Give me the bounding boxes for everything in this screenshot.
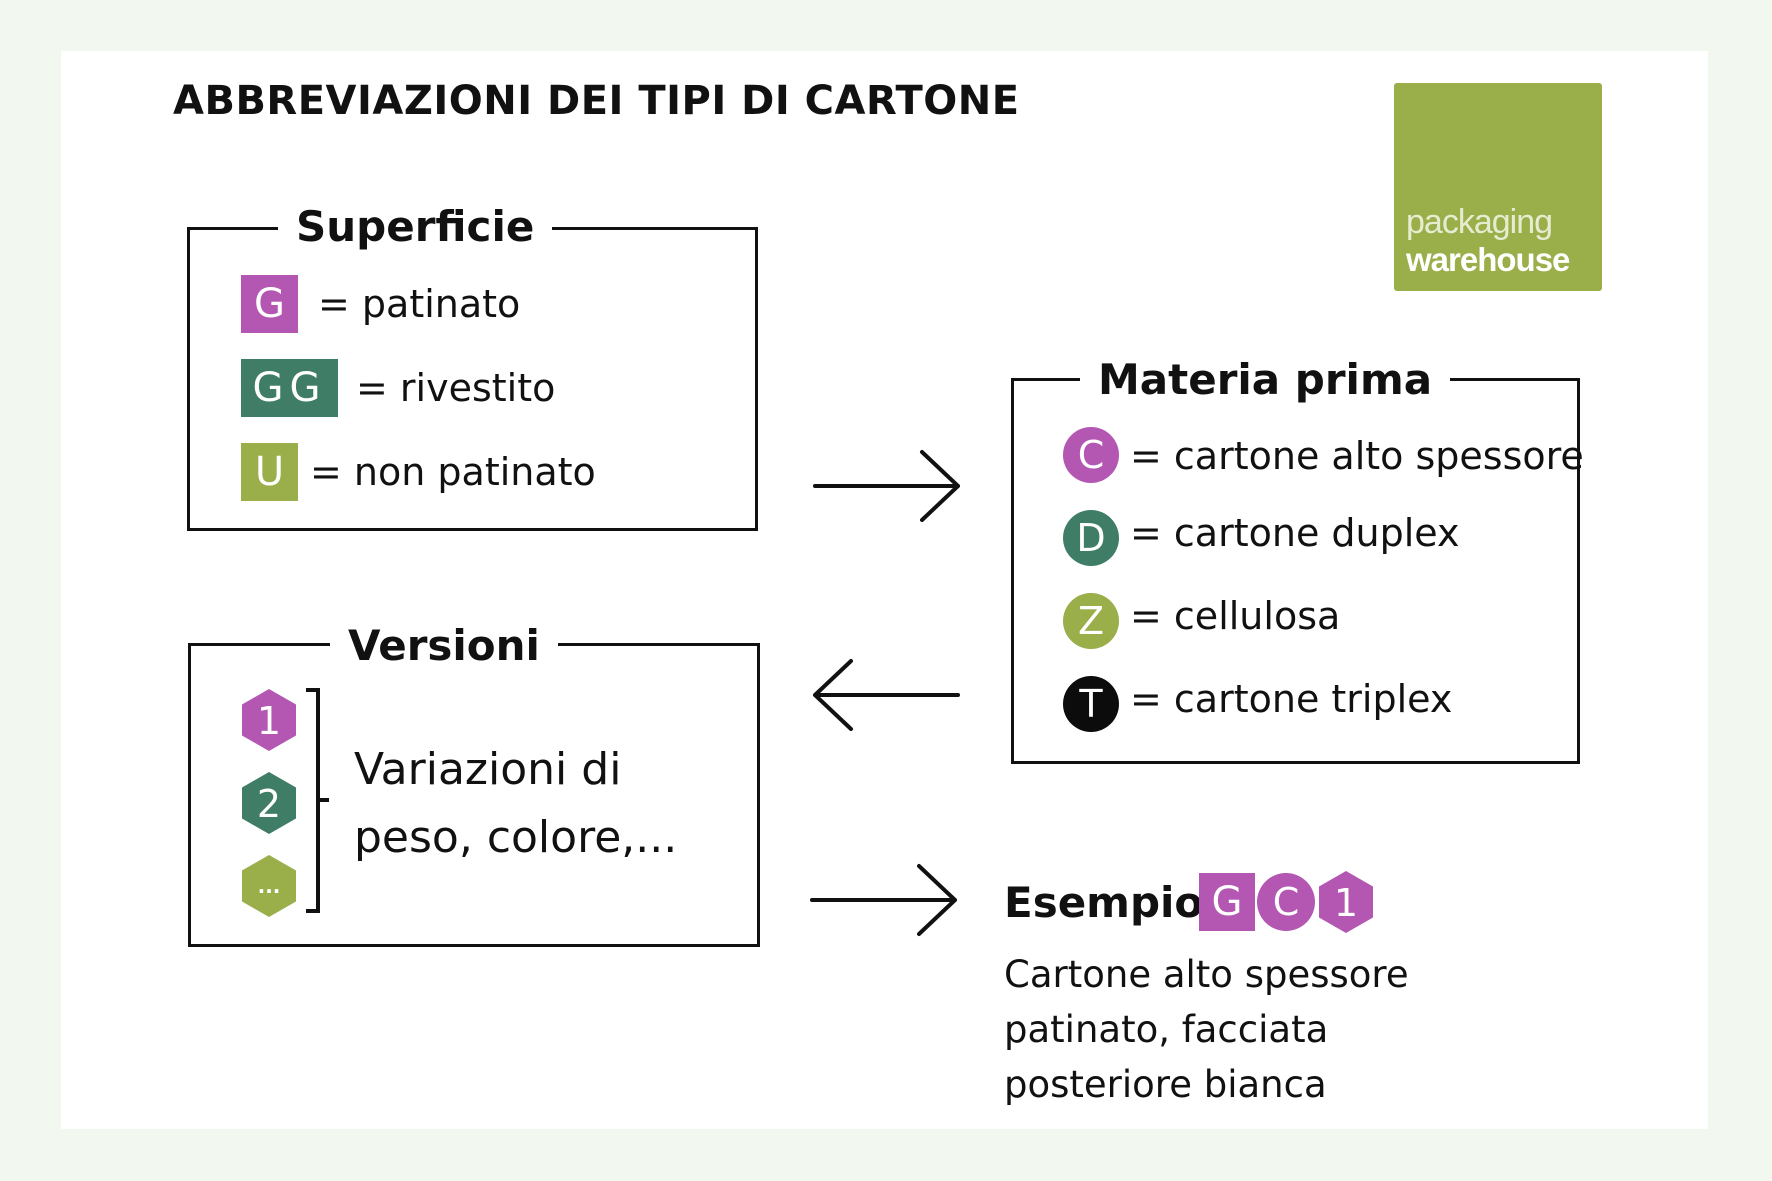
code-gg-badge: GG (241, 359, 338, 417)
code-c-badge: C (1063, 427, 1119, 483)
esempio-line-2: patinato, facciata (1004, 1008, 1329, 1051)
bracket-icon (306, 688, 329, 913)
versioni-text-line-1: Variazioni di (354, 744, 622, 795)
versioni-text-line-2: peso, colore,... (354, 812, 678, 863)
code-d-badge: D (1063, 510, 1119, 566)
code-t-badge: T (1063, 676, 1119, 732)
superficie-heading: Superficie (278, 206, 553, 248)
arrow-right-icon (813, 450, 960, 522)
example-version-1-label: 1 (1334, 881, 1358, 925)
example-code-c-badge: C (1257, 873, 1315, 931)
superficie-item-g-label: = patinato (318, 282, 521, 326)
materia-item-c-label: = cartone alto spessore (1130, 434, 1584, 478)
logo-line-1: packaging (1406, 203, 1553, 241)
code-g-badge: G (241, 275, 298, 333)
esempio-line-3: posteriore bianca (1004, 1063, 1327, 1106)
version-1-hexagon: 1 (242, 689, 296, 751)
page-title: ABBREVIAZIONI DEI TIPI DI CARTONE (173, 78, 1020, 124)
version-2-label: 2 (257, 782, 281, 826)
esempio-line-1: Cartone alto spessore (1004, 953, 1409, 996)
materia-item-t-label: = cartone triplex (1130, 677, 1453, 721)
materia-prima-heading: Materia prima (1080, 359, 1451, 401)
arrow-left-icon (813, 659, 960, 731)
version-2-hexagon: 2 (242, 772, 296, 834)
version-more-label: ... (258, 874, 281, 898)
code-z-badge: Z (1063, 593, 1119, 649)
example-code-g-badge: G (1199, 873, 1255, 931)
versioni-heading: Versioni (330, 625, 558, 667)
materia-item-z-label: = cellulosa (1130, 594, 1341, 638)
superficie-item-gg-label: = rivestito (356, 366, 556, 410)
code-u-badge: U (241, 443, 298, 501)
version-1-label: 1 (257, 699, 281, 743)
materia-item-d-label: = cartone duplex (1130, 511, 1460, 555)
example-version-1-hexagon: 1 (1319, 871, 1373, 933)
packaging-warehouse-logo: packaging warehouse (1394, 83, 1602, 291)
logo-line-2: warehouse (1406, 241, 1570, 278)
esempio-heading: Esempio (1004, 878, 1204, 927)
version-more-hexagon: ... (242, 855, 296, 917)
superficie-item-u-label: = non patinato (310, 450, 596, 494)
arrow-right-example-icon (810, 864, 957, 936)
